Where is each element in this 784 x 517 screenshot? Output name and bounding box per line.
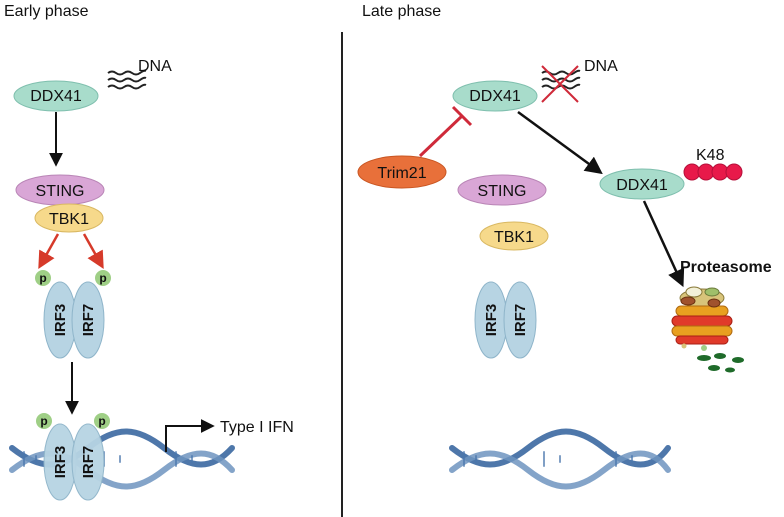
early-irf7-node (71, 281, 105, 359)
early-dna-irf3-label: IRF3 (52, 446, 69, 479)
type-i-ifn-label: Type I IFN (220, 419, 294, 436)
late-dna-helix-icon (449, 428, 671, 490)
late-ddx41-node (452, 80, 538, 112)
early-p-right-label: p (99, 271, 106, 285)
early-dna-phospho-right (94, 413, 110, 429)
late-irf3-label: IRF3 (483, 304, 500, 337)
early-dna-phospho-left (36, 413, 52, 429)
early-sting-label: STING (36, 183, 85, 200)
late-sting-label: STING (478, 183, 527, 200)
early-tbk1-node (34, 203, 104, 233)
early-phospho-arrow-right (82, 233, 104, 270)
proteasome-icon (671, 286, 733, 351)
late-tbk1-label: TBK1 (494, 229, 534, 246)
early-tbk1-label: TBK1 (49, 211, 89, 228)
early-p-left-label: p (39, 271, 46, 285)
early-phospho-right (95, 270, 111, 286)
peptide-fragments-icon (697, 353, 744, 373)
late-tbk1-node (479, 221, 549, 251)
late-irf7-node (503, 281, 537, 359)
early-phase-title: Early phase (4, 3, 89, 20)
transcription-start-arrow (165, 419, 215, 452)
trim21-node (357, 155, 447, 189)
k48-label: K48 (696, 147, 725, 164)
early-dna-irf7-label: IRF7 (80, 446, 97, 479)
early-irf3-label: IRF3 (52, 304, 69, 337)
early-dna-label: DNA (138, 58, 172, 75)
early-dna-irf7-node (71, 423, 105, 501)
late-arrow-proteasome (642, 200, 685, 288)
late-irf7-label: IRF7 (512, 304, 529, 337)
early-irf7-label: IRF7 (80, 304, 97, 337)
late-dna-label: DNA (584, 58, 618, 75)
trim21-inhibition-line (418, 114, 464, 158)
dna-blocked-cross-icon (541, 65, 579, 103)
late-ddx41-label: DDX41 (469, 88, 521, 105)
ubiquitinated-ddx41-node (599, 168, 685, 200)
ubiquitinated-ddx41-label: DDX41 (616, 177, 668, 194)
trim21-inhibition-bar (451, 105, 473, 127)
early-dna-p-left-label: p (40, 414, 47, 428)
proteasome-label: Proteasome (680, 259, 772, 276)
late-sting-node (457, 174, 547, 206)
dna-fragment-icon (107, 69, 147, 90)
early-phospho-left (35, 270, 51, 286)
late-arrow-ddx41-degradation (517, 110, 603, 175)
early-phospho-arrow-left (38, 233, 60, 270)
early-ddx41-label: DDX41 (30, 88, 82, 105)
trim21-label: Trim21 (377, 165, 426, 182)
early-ddx41-node (13, 80, 99, 112)
early-dna-p-right-label: p (98, 414, 105, 428)
k48-ubiquitin-chain-icon (683, 163, 743, 181)
late-phase-title: Late phase (362, 3, 441, 20)
